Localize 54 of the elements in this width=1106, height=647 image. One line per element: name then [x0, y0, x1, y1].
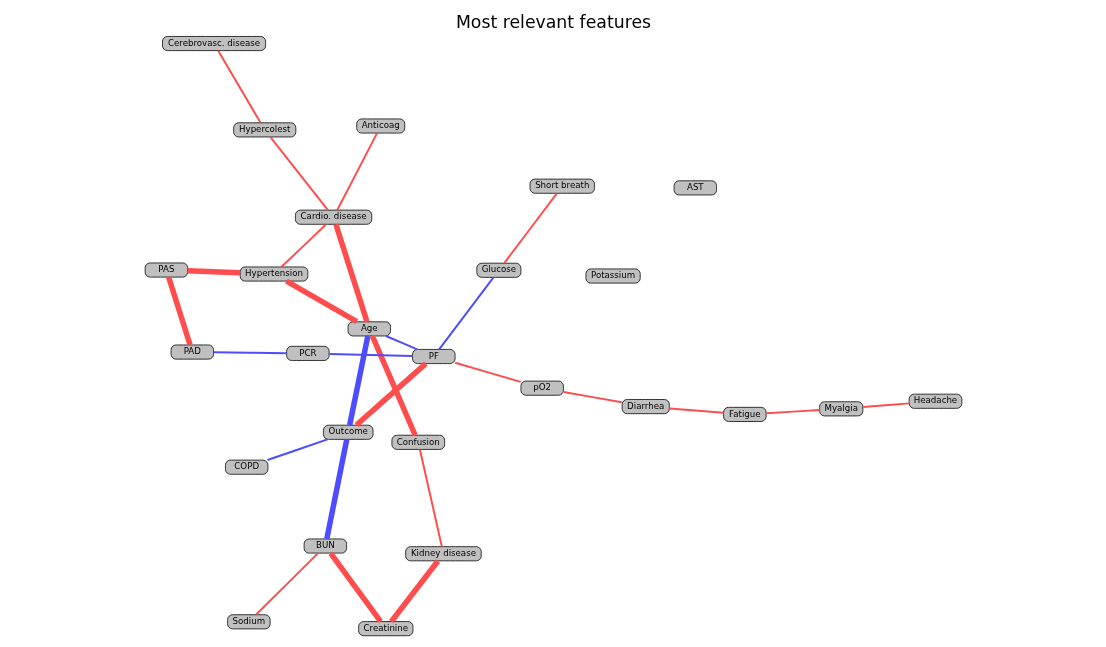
node-box: Confusion — [391, 434, 445, 450]
connector — [284, 278, 358, 325]
node-box: Age — [347, 321, 391, 337]
node-box: PAS — [144, 262, 188, 278]
connector — [266, 438, 328, 462]
node-box: Potassium — [585, 268, 641, 284]
node-box: Cardio. disease — [294, 209, 372, 225]
connector — [327, 352, 413, 357]
node-box: Kidney disease — [404, 546, 482, 562]
node-box: Outcome — [322, 424, 373, 440]
connector — [437, 276, 494, 351]
connector — [187, 268, 240, 276]
node-box: Glucose — [475, 262, 521, 278]
node-box: Anticoag — [355, 118, 405, 134]
connector — [346, 335, 371, 426]
connector — [212, 351, 287, 355]
connector — [418, 448, 443, 548]
connector — [328, 551, 383, 624]
node-box: Headache — [908, 393, 962, 409]
connector — [216, 49, 261, 124]
node-box: PF — [411, 349, 455, 364]
node-box: Cerebrovasc. disease — [161, 36, 266, 51]
connector — [280, 223, 327, 268]
node-box: AST — [673, 180, 717, 196]
diagram-title: Most relevant features — [455, 12, 651, 33]
connector — [388, 559, 440, 624]
connector — [384, 335, 418, 351]
connector — [323, 438, 349, 540]
connector — [667, 407, 724, 414]
connector — [354, 361, 428, 428]
connector — [369, 334, 418, 437]
node-box: BUN — [303, 538, 347, 554]
connector — [268, 136, 329, 212]
node-box: Creatinine — [357, 621, 413, 637]
node-box: Short breath — [529, 178, 595, 194]
node-box: Sodium — [226, 614, 270, 630]
node-box: PCR — [285, 345, 330, 361]
node-box: COPD — [224, 459, 268, 475]
node-box: Diarrhea — [621, 399, 670, 415]
connector — [502, 192, 558, 265]
connector — [165, 276, 193, 346]
node-box: pO2 — [520, 380, 564, 396]
connector — [764, 409, 821, 415]
connector — [562, 391, 623, 404]
node-box: Hypercolest — [232, 122, 296, 138]
connector — [332, 223, 370, 323]
connector — [861, 402, 910, 409]
connector — [254, 552, 319, 616]
connector — [453, 361, 522, 383]
node-box: Fatigue — [722, 406, 766, 422]
node-box: PAD — [170, 344, 214, 360]
node-box: Hypertension — [239, 266, 308, 282]
node-box: Myalgia — [818, 401, 863, 417]
connector — [335, 132, 378, 212]
